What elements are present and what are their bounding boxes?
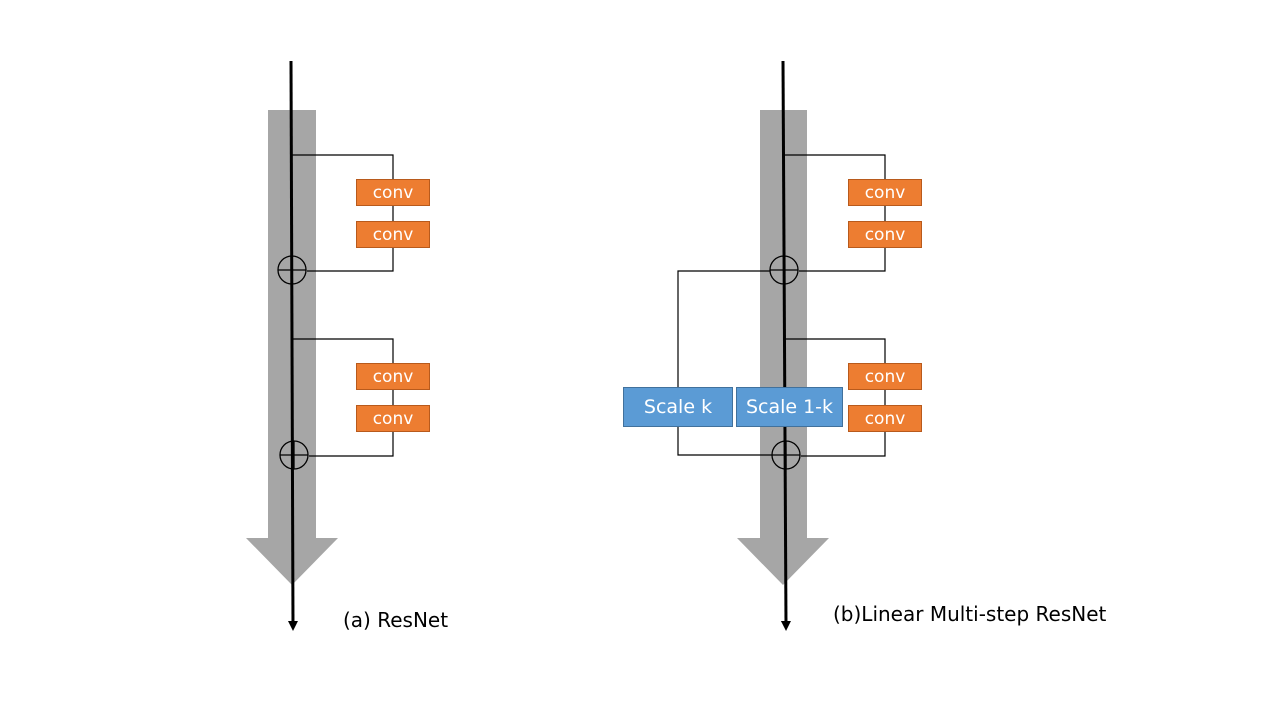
conv-box-a2-2: conv (356, 405, 430, 432)
conv-box-b2-2: conv (848, 405, 922, 432)
scale-k-box: Scale k (623, 387, 733, 427)
lm-resnet-diagram (677, 60, 886, 631)
scale-1-k-box: Scale 1-k (736, 387, 843, 427)
caption-a: (a) ResNet (343, 608, 449, 632)
adder-b2 (771, 440, 801, 470)
main-line-a (287, 60, 298, 631)
conv-box-a1-1: conv (356, 179, 430, 206)
skip-path-a2 (292, 338, 394, 457)
backbone-arrow-b (737, 110, 829, 585)
conv-box-a1-2: conv (356, 221, 430, 248)
adder-a2 (279, 440, 309, 470)
main-line-b (780, 60, 791, 631)
skip-path-b1 (784, 154, 886, 272)
conv-box-b2-1: conv (848, 363, 922, 390)
skip-path-a1 (292, 154, 394, 272)
resnet-diagram (246, 60, 394, 631)
conv-box-b1-1: conv (848, 179, 922, 206)
conv-box-a2-1: conv (356, 363, 430, 390)
conv-box-b1-2: conv (848, 221, 922, 248)
adder-b1 (769, 255, 799, 285)
caption-b: (b)Linear Multi-step ResNet (833, 602, 1107, 626)
skip-path-b2 (784, 338, 886, 457)
multistep-path (677, 270, 772, 456)
adder-a1 (277, 255, 307, 285)
